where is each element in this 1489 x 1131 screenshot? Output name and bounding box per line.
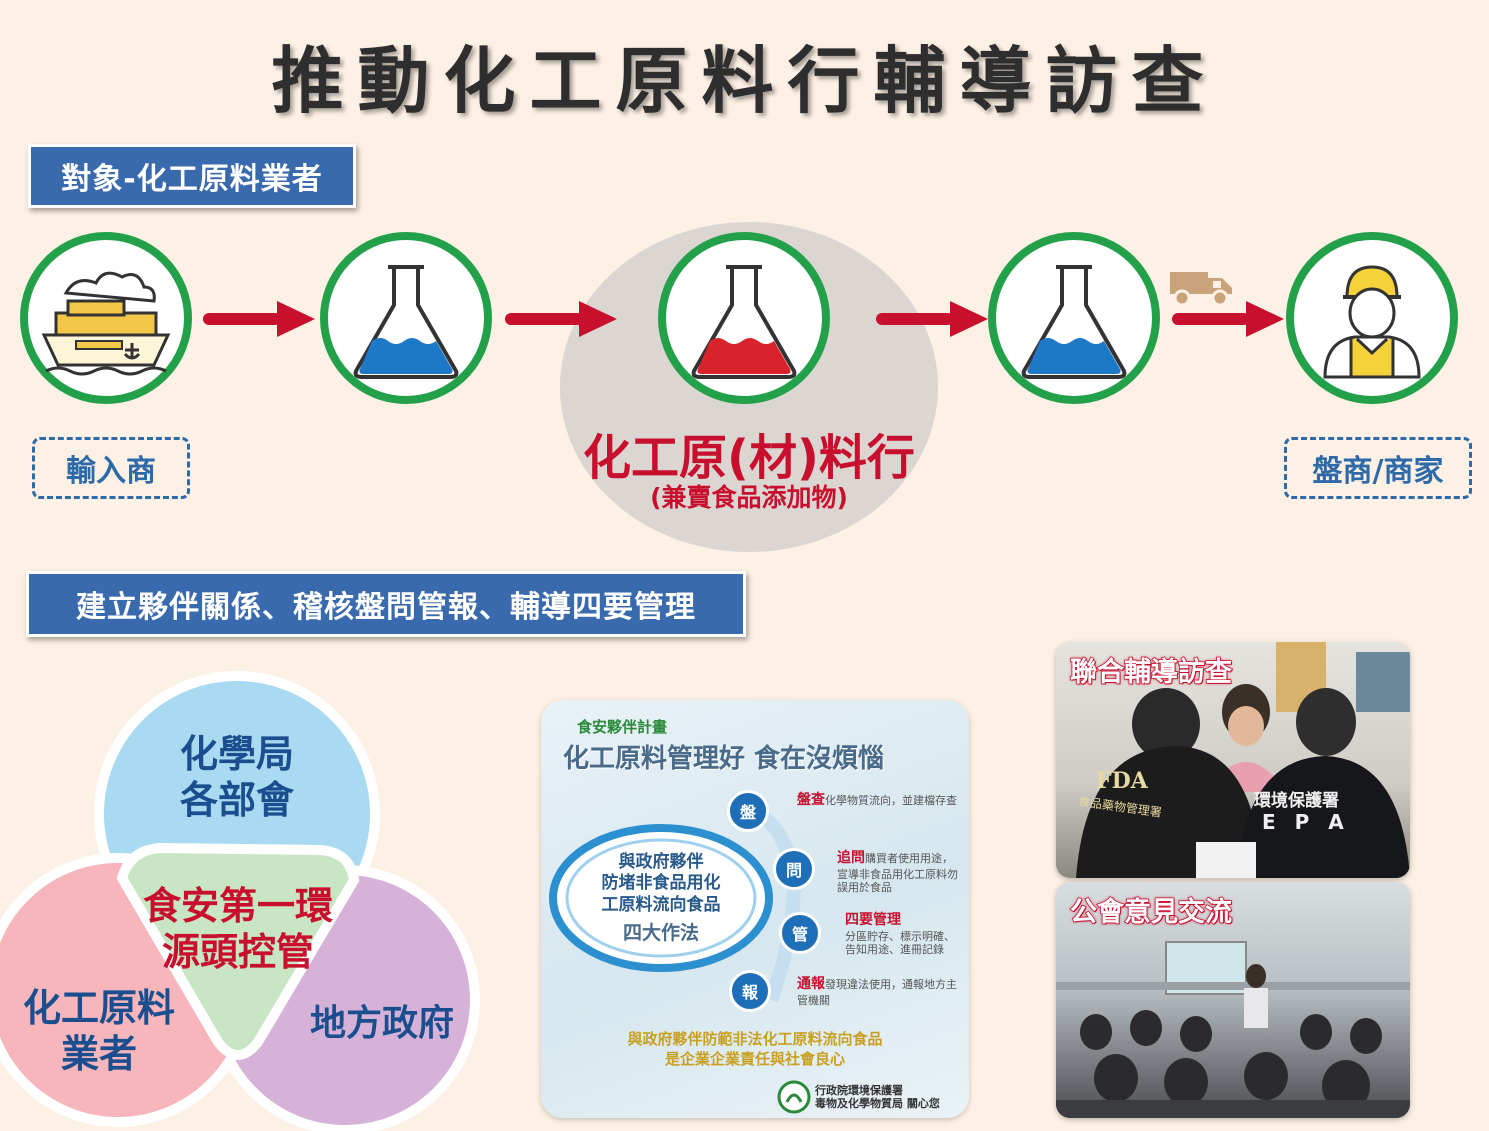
target-label: 對象-化工原料業者: [28, 144, 356, 208]
flask-circle-1: [320, 232, 492, 404]
flow-arrow-3: [876, 301, 988, 337]
merchant-person-icon: [1323, 265, 1421, 379]
photo-association-meeting: 公會意見交流: [1056, 882, 1410, 1118]
venn-left-line2: 業者: [60, 1031, 137, 1076]
poster-core-line3: 工原料流向食品: [601, 894, 721, 915]
cargo-ship-icon: [41, 271, 171, 376]
photo-caption-association-meeting: 公會意見交流: [1069, 896, 1233, 929]
step-bubble-3: 管: [779, 912, 821, 954]
flow-arrow-4: [1172, 301, 1284, 337]
step-bubble-2: 問: [773, 848, 815, 890]
photo-caption-joint-inspection: 聯合輔導訪查: [1069, 656, 1233, 689]
step-2-head: 追問: [837, 850, 865, 866]
step-4-head: 通報: [797, 976, 825, 992]
poster-title: 化工原料管理好 食在沒煩惱: [563, 744, 885, 774]
venn-top-line2: 各部會: [179, 777, 294, 822]
flask-circle-shop: [658, 232, 830, 404]
step-2-text: 購買者使用用途，宣導非食品用化工原料勿誤用於食品: [837, 852, 958, 895]
page-title: 推動化工原料行輔導訪查: [271, 38, 1218, 123]
venn-diagram: 化學局 各部會 食安第一環 源頭控管 化工原料 業者 地方政府: [0, 670, 490, 1131]
campaign-poster: 食安夥伴計畫 化工原料管理好 食在沒煩惱 與政府夥伴 防堵非食品用化 工原料流向…: [541, 700, 969, 1118]
flow-arrow-2: [505, 301, 617, 337]
poster-footer-line1: 與政府夥伴防範非法化工原料流向食品: [627, 1030, 883, 1048]
step-3-head: 四要管理: [845, 912, 901, 928]
blue-flask-icon: [1021, 265, 1127, 379]
flask-circle-2: [988, 232, 1160, 404]
vest-epa-text: 環境保護署: [1254, 791, 1339, 811]
step-3-text: 分區貯存、標示明確、告知用途、進冊記錄: [845, 929, 955, 957]
step-bubble-1: 盤: [727, 790, 769, 832]
shop-name: 化工原(材)料行: [583, 430, 915, 486]
merchant-circle: [1286, 232, 1458, 404]
poster-header: 食安夥伴計畫: [577, 718, 668, 736]
truck-icon: [1170, 272, 1232, 307]
venn-left-line1: 化工原料: [22, 986, 175, 1030]
strategy-label: 建立夥伴關係、稽核盤問管報、輔導四要管理: [26, 571, 746, 637]
poster-org-line2: 毒物及化學物質局 關心您: [815, 1097, 940, 1111]
vest-fda-text: FDA: [1096, 768, 1148, 794]
ship-circle: [20, 232, 192, 404]
red-flask-icon: [691, 265, 797, 379]
shop-subtitle: (兼賣食品添加物): [650, 483, 848, 512]
poster-org-line1: 行政院環境保護署: [815, 1084, 903, 1097]
venn-center-line1: 食安第一環: [142, 884, 333, 928]
poster-core-sub: 四大作法: [622, 922, 699, 944]
poster-core-line1: 與政府夥伴: [618, 852, 704, 872]
epa-logo-icon: [777, 1080, 811, 1114]
venn-center: [116, 842, 360, 1060]
poster-core-line2: 防堵非食品用化: [601, 873, 721, 894]
poster-footer-line2: 是企業企業責任與社會良心: [664, 1049, 845, 1068]
step-1-text: 化學物質流向，並建檔存查: [825, 794, 957, 807]
vest-epa-subtext: E P A: [1262, 810, 1350, 834]
photo-joint-inspection: FDA 食品藥物管理署 環境保護署 E P A 聯合輔導訪查: [1056, 642, 1410, 878]
step-4-text: 發現違法使用，通報地方主管機關: [797, 978, 957, 1007]
importer-label: 輸入商: [32, 437, 190, 499]
venn-top-line1: 化學局: [179, 732, 294, 776]
flow-arrow-1: [203, 301, 315, 337]
step-bubble-4: 報: [729, 970, 771, 1012]
dealer-label: 盤商/商家: [1284, 437, 1472, 499]
venn-right: 地方政府: [309, 1003, 454, 1044]
blue-flask-icon: [353, 265, 459, 379]
venn-center-line2: 源頭控管: [161, 929, 314, 974]
step-1-head: 盤查: [797, 792, 825, 808]
